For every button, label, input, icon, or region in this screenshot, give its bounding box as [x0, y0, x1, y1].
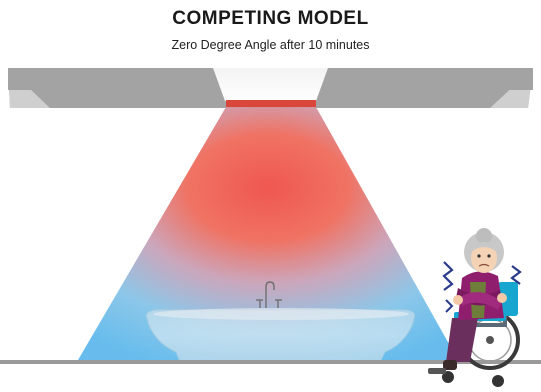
cold-elderly-woman-in-wheelchair-icon [428, 228, 522, 387]
ceiling-heater-icon [213, 68, 328, 107]
bathtub-icon [146, 308, 415, 363]
faucet-icon [256, 281, 282, 308]
diagram-subtitle: Zero Degree Angle after 10 minutes [171, 38, 370, 52]
diagram-title: COMPETING MODEL [172, 8, 369, 29]
heat-beam [78, 107, 458, 360]
floor [0, 360, 541, 364]
